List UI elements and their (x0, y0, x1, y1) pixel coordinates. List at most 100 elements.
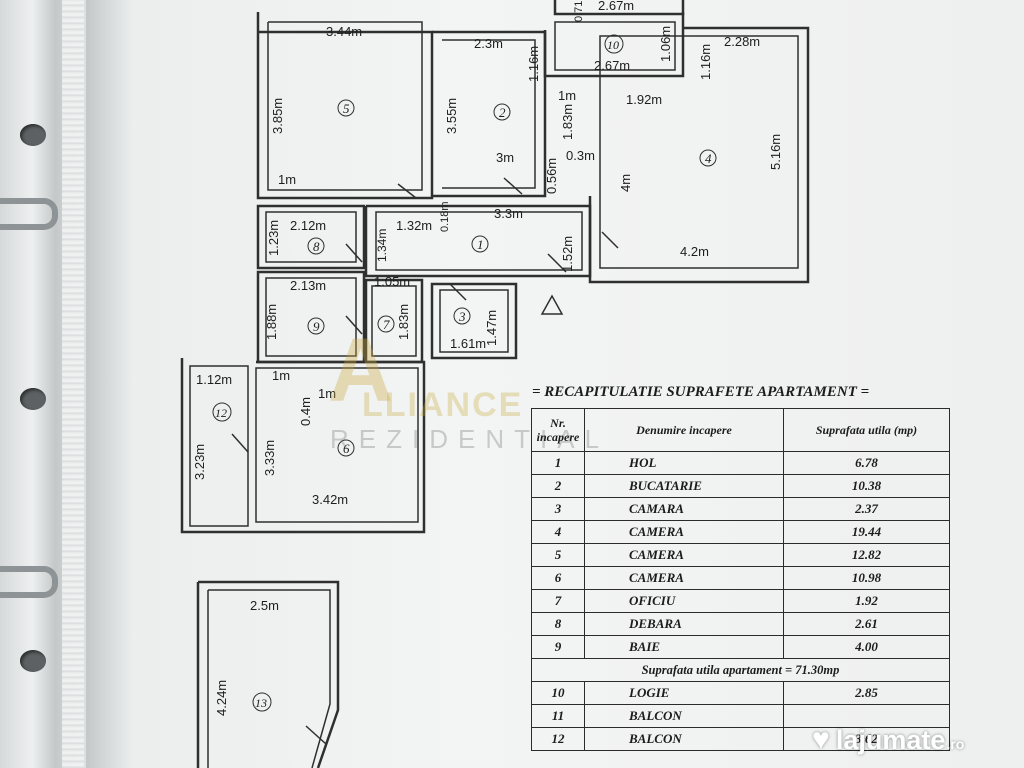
dim-label: 1.32m (396, 218, 432, 233)
table-row: 8 DEBARA 2.61 (531, 612, 950, 636)
room-nr: 6 (531, 566, 585, 590)
dim-label: 2.12m (290, 218, 326, 233)
room-nr: 8 (531, 612, 585, 636)
room-nr: 3 (531, 497, 585, 521)
column-header: Nr. incapere (531, 408, 585, 452)
binder-ring (0, 566, 58, 598)
dim-label: 1.12m (196, 372, 232, 387)
room-number: 1 (477, 237, 484, 252)
dim-label: 1m (558, 88, 576, 103)
dim-label: 0.3m (566, 148, 595, 163)
dim-label: 2.67m (594, 58, 630, 73)
dim-label: 0.18m (439, 201, 451, 232)
punch-hole (20, 650, 46, 672)
dim-label: 3.85m (270, 98, 285, 134)
dim-label: 1.47m (484, 310, 499, 346)
room-nr: 5 (531, 543, 585, 567)
room-area: 6.78 (783, 451, 950, 475)
dim-label: 3.3m (494, 206, 523, 221)
table-row: 7 OFICIU 1.92 (531, 589, 950, 613)
room-area: 2.61 (783, 612, 950, 636)
table-row: 3 CAMARA 2.37 (531, 497, 950, 521)
dim-label: 0.4m (298, 397, 313, 426)
column-header: Suprafata utila (mp) (783, 408, 950, 452)
table-row: 11 BALCON (531, 704, 950, 728)
room-nr: 12 (531, 727, 585, 751)
room-area: 2.85 (783, 681, 950, 705)
heart-icon: ♥ (812, 723, 830, 756)
door-swings (231, 177, 619, 745)
room-nr: 2 (531, 474, 585, 498)
room-markers: 5 2 10 4 1 8 9 7 3 12 6 13 (212, 34, 717, 712)
dim-label: 3m (496, 150, 514, 165)
dim-label: 2.5m (250, 598, 279, 613)
room-nr: 7 (531, 589, 585, 613)
room-number: 9 (313, 319, 320, 334)
brand-name: lajumate (835, 724, 946, 755)
table-row: 9 BAIE 4.00 (531, 635, 950, 659)
punch-hole (20, 388, 46, 410)
dim-label: 1.83m (560, 104, 575, 140)
brand-watermark: ♥ lajumate .ro (812, 720, 964, 760)
room-area: 1.92 (783, 589, 950, 613)
dim-label: 4.2m (680, 244, 709, 259)
binder-ring (0, 198, 58, 230)
room-name: BAIE (584, 635, 784, 659)
dim-label: 3.23m (192, 444, 207, 480)
dim-label: 1m (272, 368, 290, 383)
room-nr: 1 (531, 451, 585, 475)
watermark-logo: LLIANCE (362, 386, 524, 424)
room-name: BUCATARIE (584, 474, 784, 498)
dim-label: 5.16m (768, 134, 783, 170)
dim-label: 1.83m (396, 304, 411, 340)
room-area: 19.44 (783, 520, 950, 544)
room-name: CAMARA (584, 497, 784, 521)
dim-label: 1.23m (266, 220, 281, 256)
room-number: 7 (383, 317, 390, 332)
area-summary-table: Nr. incapere Denumire incapere Suprafata… (531, 408, 950, 751)
dim-label: 1.16m (526, 46, 541, 82)
dim-label: 1.92m (626, 92, 662, 107)
brand-suffix: .ro (946, 736, 965, 752)
table-row: 12 BALCON 3.62 (531, 727, 950, 751)
dim-label: 1m (318, 386, 336, 401)
dim-label: 3.33m (262, 440, 277, 476)
dim-label: 1.05m (374, 274, 410, 289)
dim-label: 0.71 (573, 1, 585, 22)
dim-label: 1.34m (375, 229, 389, 262)
room-number: 10 (607, 38, 619, 52)
room-area: 12.82 (783, 543, 950, 567)
dim-label: 1.16m (698, 44, 713, 80)
room-area (783, 704, 950, 728)
room-name: BALCON (584, 704, 784, 728)
room-name: CAMERA (584, 520, 784, 544)
total-row: Suprafata utila apartament = 71.30mp (531, 658, 950, 682)
room-number: 3 (458, 309, 466, 324)
dim-label: 1.06m (658, 26, 673, 62)
total-area: Suprafata utila apartament = 71.30mp (531, 658, 950, 682)
room-number: 4 (705, 151, 712, 166)
punch-hole (20, 124, 46, 146)
room-area: 2.37 (783, 497, 950, 521)
table-row: 1 HOL 6.78 (531, 451, 950, 475)
room-nr: 11 (531, 704, 585, 728)
dimension-labels: 3.44m 3.85m 1m 2.3m 1.16m 3.55m 3m 1m 1.… (192, 0, 783, 716)
dim-label: 4m (618, 174, 633, 192)
room-number: 5 (343, 101, 350, 116)
room-name: CAMERA (584, 543, 784, 567)
room-nr: 9 (531, 635, 585, 659)
room-name: DEBARA (584, 612, 784, 636)
dim-label: 2.28m (724, 34, 760, 49)
dim-label: 2.13m (290, 278, 326, 293)
room-area: 10.38 (783, 474, 950, 498)
room-name: BALCON (584, 727, 784, 751)
sheet-protector-edge (62, 0, 84, 768)
room-number: 8 (313, 239, 320, 254)
dim-label: 0.56m (544, 158, 559, 194)
dim-label: 1.88m (264, 304, 279, 340)
table-row: 4 CAMERA 19.44 (531, 520, 950, 544)
room-nr: 10 (531, 681, 585, 705)
room-number: 13 (255, 696, 267, 710)
room-name: LOGIE (584, 681, 784, 705)
